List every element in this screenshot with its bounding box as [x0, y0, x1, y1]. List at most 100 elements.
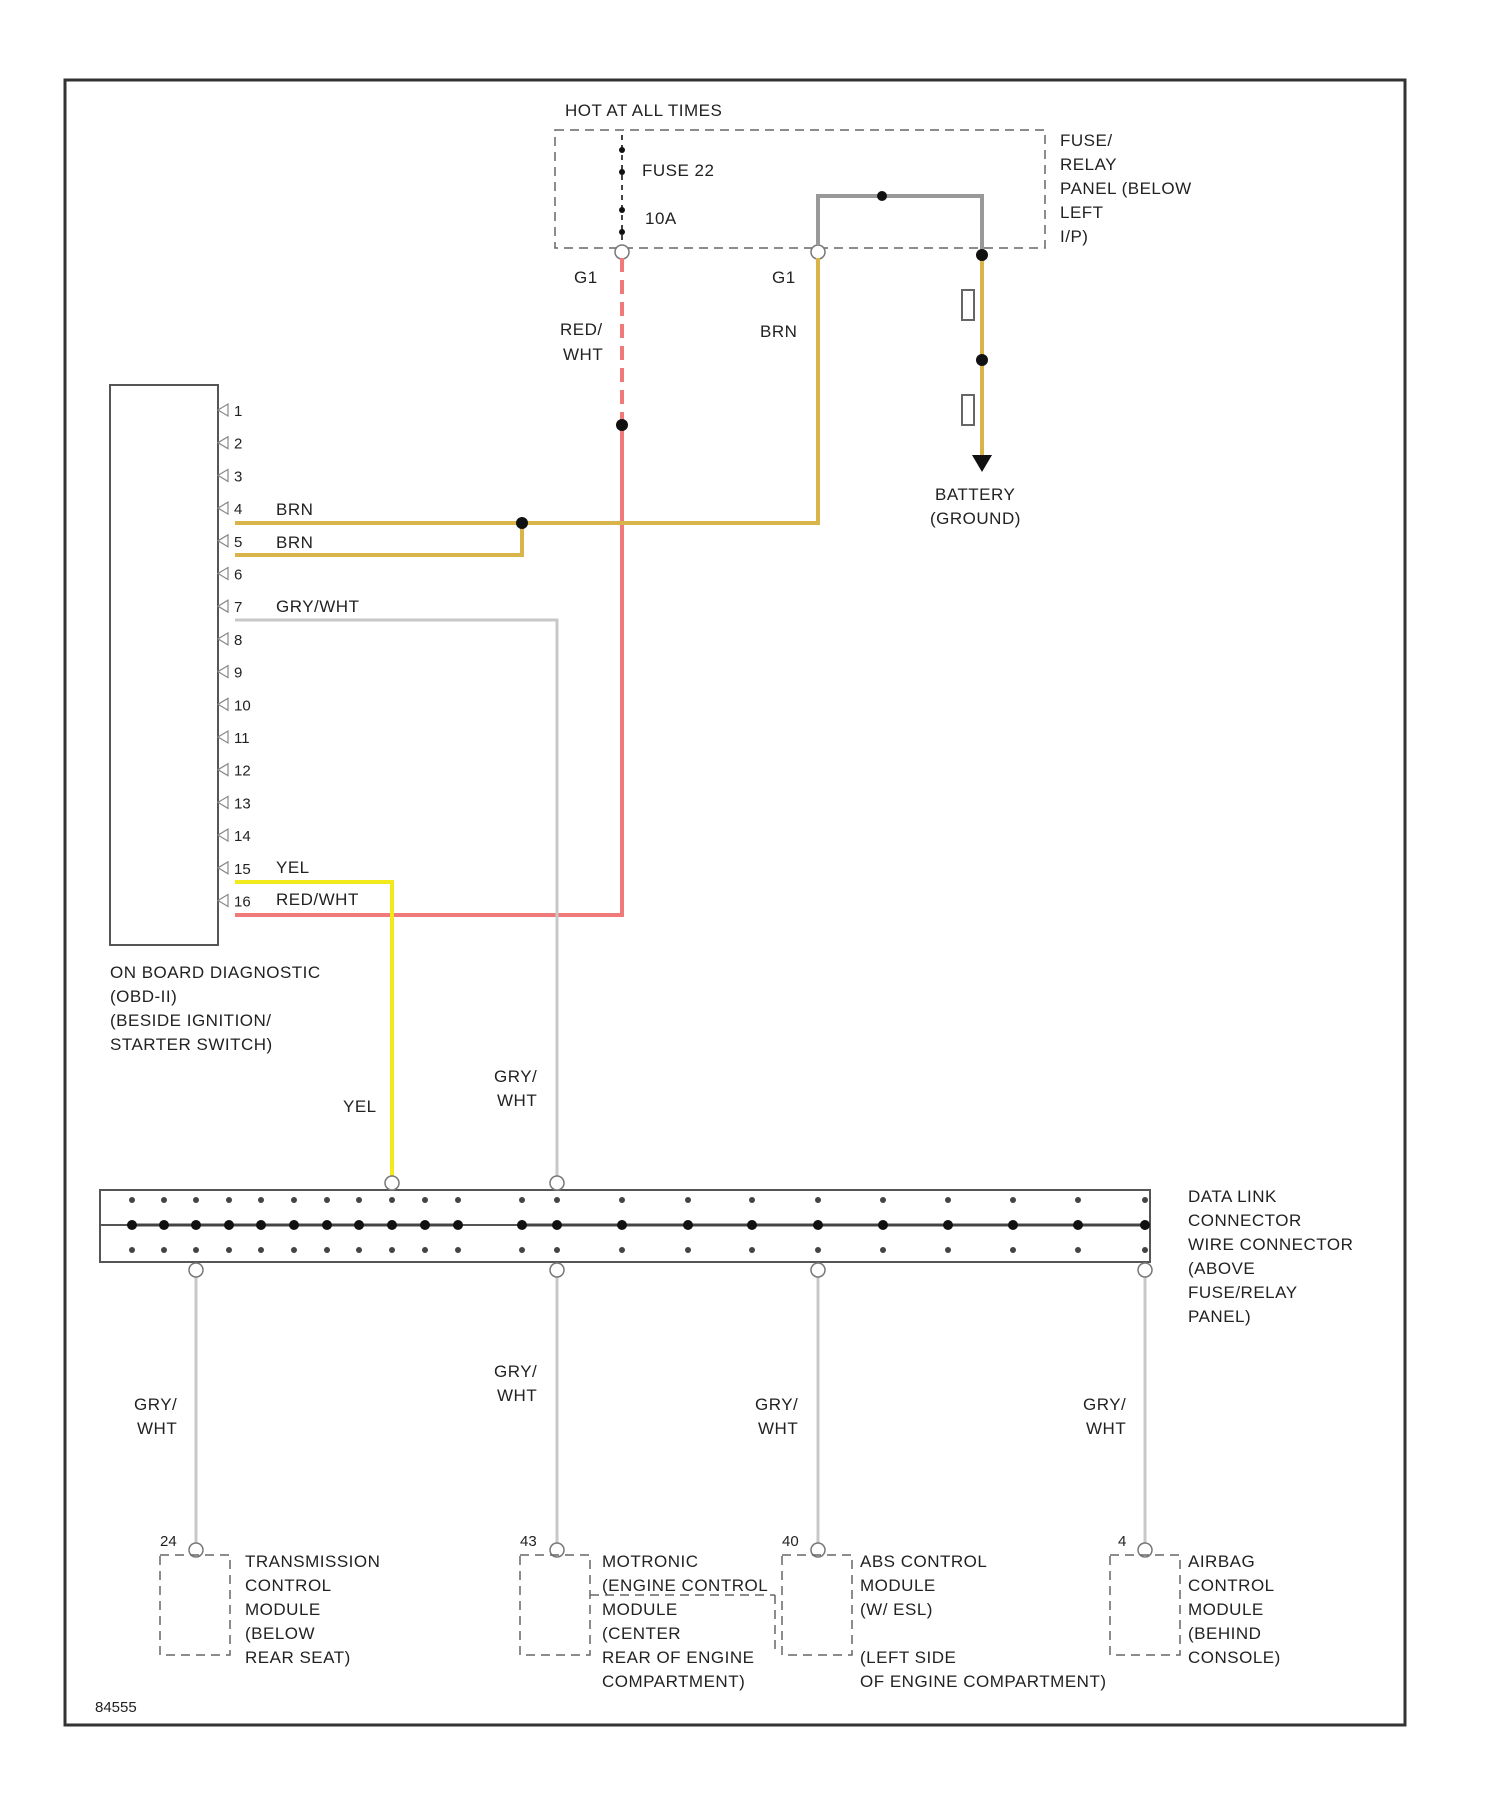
- module-2-label-3: MODULE: [602, 1600, 678, 1619]
- module-wire-3-gry: GRY/: [755, 1395, 798, 1414]
- module-3-label-5: OF ENGINE COMPARTMENT): [860, 1672, 1107, 1691]
- dlc-pin: [258, 1247, 264, 1253]
- module-1-label-4: (BELOW: [245, 1624, 315, 1643]
- module-wire-2-gry: GRY/: [494, 1362, 537, 1381]
- obd-pin-stub: [218, 568, 228, 580]
- obd-pin-stub: [218, 895, 228, 907]
- obd-pin-stub: [218, 600, 228, 612]
- dlc-pin: [453, 1220, 463, 1230]
- obd-pin-number: 4: [234, 501, 242, 518]
- dlc-pin: [258, 1197, 264, 1203]
- dlc-pin: [1010, 1197, 1016, 1203]
- obd-pin-number: 8: [234, 632, 242, 649]
- module-2-label-1: MOTRONIC: [602, 1552, 699, 1571]
- obd-pin16-wire: RED/WHT: [276, 890, 359, 909]
- panel-label-1: FUSE/: [1060, 131, 1113, 150]
- dlc-pin: [815, 1197, 821, 1203]
- dlc-label-6: PANEL): [1188, 1307, 1251, 1326]
- wire-label-brn: BRN: [760, 322, 797, 341]
- dlc-label-4: (ABOVE: [1188, 1259, 1255, 1278]
- dlc-pin: [1142, 1247, 1148, 1253]
- dlc-pin: [880, 1247, 886, 1253]
- module-1-pin: 24: [160, 1533, 177, 1550]
- module-airbag: 4 AIRBAG CONTROL MODULE (BEHIND CONSOLE): [1110, 1533, 1281, 1667]
- dlc-pin: [226, 1197, 232, 1203]
- module-motronic: 43 MOTRONIC (ENGINE CONTROL MODULE (CENT…: [520, 1533, 775, 1691]
- wire-yel: YEL: [235, 882, 392, 1180]
- obd-pin-number: 16: [234, 894, 251, 911]
- wire-label-wht: WHT: [563, 345, 603, 364]
- dlc-pin: [1075, 1197, 1081, 1203]
- dlc-pin: [685, 1247, 691, 1253]
- obd-pin-number: 12: [234, 763, 251, 780]
- dlc-pin: [519, 1247, 525, 1253]
- dlc-pin: [880, 1197, 886, 1203]
- module-4-label-5: CONSOLE): [1188, 1648, 1281, 1667]
- obd-pin-number: 9: [234, 665, 242, 682]
- obd-pin-stub: [218, 698, 228, 710]
- dlc-pin: [226, 1247, 232, 1253]
- module-3-label-2: MODULE: [860, 1576, 936, 1595]
- wire-label-gry: GRY/: [494, 1067, 537, 1086]
- dlc-pin: [554, 1247, 560, 1253]
- dlc-pin: [191, 1220, 201, 1230]
- obd-pin5-wire: BRN: [276, 533, 313, 552]
- module-wire-4-gry: GRY/: [1083, 1395, 1126, 1414]
- module-4-label-1: AIRBAG: [1188, 1552, 1255, 1571]
- dlc-pin: [617, 1220, 627, 1230]
- obd-label-4: STARTER SWITCH): [110, 1035, 273, 1054]
- module-4-label-3: MODULE: [1188, 1600, 1264, 1619]
- battery-label: BATTERY: [935, 485, 1015, 504]
- footer-code: 84555: [95, 1699, 137, 1716]
- dlc-pin: [749, 1247, 755, 1253]
- module-wire-3-wht: WHT: [758, 1419, 798, 1438]
- module-wire-1-gry: GRY/: [134, 1395, 177, 1414]
- module-1-label-1: TRANSMISSION: [245, 1552, 380, 1571]
- module-2-label-4: (CENTER: [602, 1624, 681, 1643]
- module-wire-4-wht: WHT: [1086, 1419, 1126, 1438]
- dlc-pin: [356, 1197, 362, 1203]
- dlc-pin: [354, 1220, 364, 1230]
- obd-pin-number: 7: [234, 599, 242, 616]
- dlc-pin: [619, 1197, 625, 1203]
- diagram-frame: [65, 80, 1405, 1725]
- dlc-pin: [129, 1247, 135, 1253]
- dlc-pin: [878, 1220, 888, 1230]
- dlc-pin: [554, 1197, 560, 1203]
- obd-pin7-wire: GRY/WHT: [276, 597, 359, 616]
- dlc-pin: [683, 1220, 693, 1230]
- obd-pin-number: 15: [234, 861, 251, 878]
- obd-pin-number: 14: [234, 828, 251, 845]
- panel-label-5: I/P): [1060, 227, 1088, 246]
- obd-pin-number: 11: [234, 730, 250, 747]
- module-2-label-5: REAR OF ENGINE: [602, 1648, 754, 1667]
- module-abs: 40 ABS CONTROL MODULE (W/ ESL) (LEFT SID…: [782, 1533, 1107, 1691]
- obd-pin-stub: [218, 633, 228, 645]
- module-2-label-2: (ENGINE CONTROL: [602, 1576, 768, 1595]
- module-2-label-6: COMPARTMENT): [602, 1672, 745, 1691]
- obd-pin-stub: [218, 469, 228, 481]
- panel-label-2: RELAY: [1060, 155, 1117, 174]
- module-3-label-4: (LEFT SIDE: [860, 1648, 956, 1667]
- obd-pin-number: 1: [234, 403, 242, 420]
- hot-at-all-times-label: HOT AT ALL TIMES: [565, 101, 722, 120]
- dlc-pin: [619, 1247, 625, 1253]
- obd-connector: 12345678910111213141516 BRN BRN GRY/WHT …: [110, 385, 359, 1054]
- dlc-pin: [291, 1247, 297, 1253]
- dlc-pin: [389, 1247, 395, 1253]
- module-4-label-4: (BEHIND: [1188, 1624, 1261, 1643]
- obd-pin-stub: [218, 666, 228, 678]
- module-2-pin: 43: [520, 1533, 537, 1550]
- wire-label-yel: YEL: [343, 1097, 377, 1116]
- panel-label-4: LEFT: [1060, 203, 1104, 222]
- wire-gry-wht-modules: GRY/ WHT GRY/ WHT GRY/ WHT GRY/ WHT: [134, 1263, 1152, 1545]
- wire-label-red: RED/: [560, 320, 603, 339]
- module-3-pin: 40: [782, 1533, 799, 1550]
- module-transmission: 24 TRANSMISSION CONTROL MODULE (BELOW RE…: [160, 1533, 380, 1667]
- dlc-pin: [161, 1247, 167, 1253]
- obd-pin-stub: [218, 437, 228, 449]
- fuse-name: FUSE 22: [642, 161, 714, 180]
- dlc-pin: [422, 1197, 428, 1203]
- module-1-label-5: REAR SEAT): [245, 1648, 351, 1667]
- obd-label-3: (BESIDE IGNITION/: [110, 1011, 272, 1030]
